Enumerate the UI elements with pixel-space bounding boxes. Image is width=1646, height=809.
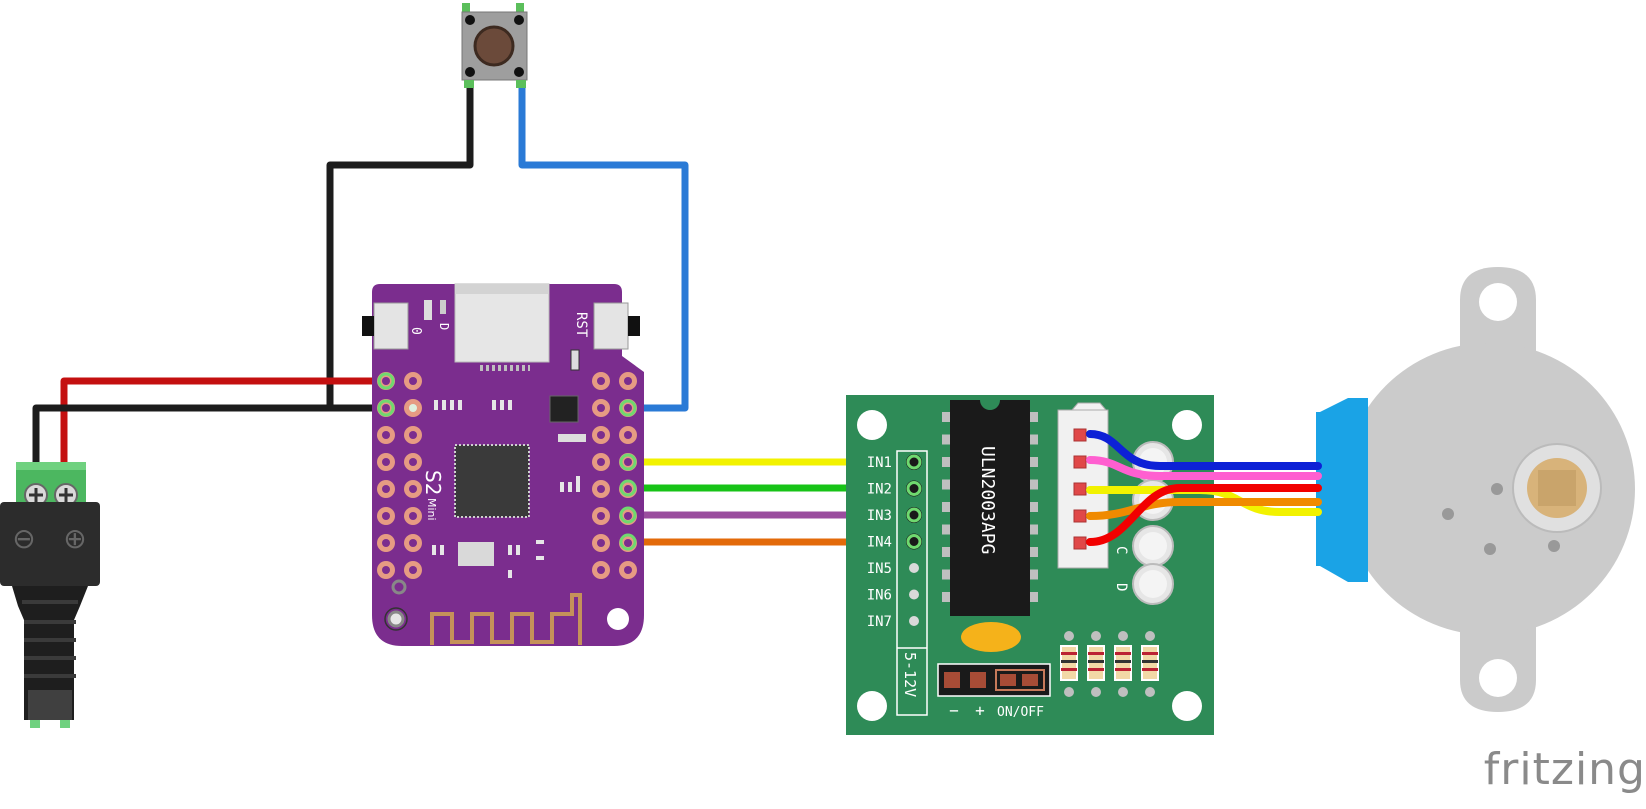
input-label-in5: IN5 <box>867 561 892 577</box>
stepper-motor <box>1316 267 1635 712</box>
resistors <box>1060 631 1159 697</box>
connector-pin <box>1073 536 1087 550</box>
board-label-rst: RST <box>573 312 589 338</box>
input-label-in3: IN3 <box>867 508 892 524</box>
jack-minus-symbol: ⊖ <box>12 522 35 555</box>
push-button <box>461 3 528 88</box>
connector-pin <box>1073 509 1087 523</box>
wire-red-power <box>60 377 394 470</box>
voltage-label: 5-12V <box>901 652 919 697</box>
connector-pin <box>1073 455 1087 469</box>
wire-black-power <box>32 404 417 470</box>
board-label-d: D <box>437 323 451 330</box>
switch-label: ON/OFF <box>997 705 1044 720</box>
board-model: S2 <box>421 470 445 495</box>
input-label-in4: IN4 <box>867 535 892 551</box>
wire-endpoint <box>619 533 637 551</box>
wire-blue-button <box>518 80 689 412</box>
ic-label: ULN2003APG <box>977 446 998 554</box>
power-plus-label: + <box>975 701 985 720</box>
input-label-in7: IN7 <box>867 614 892 630</box>
jack-plus-symbol: ⊕ <box>63 522 86 555</box>
s2-mini-board: 0 D RST S2 Mini <box>362 283 644 646</box>
driver-pin <box>909 616 919 626</box>
connector-pin <box>1073 428 1087 442</box>
wire-endpoint <box>619 453 637 471</box>
input-label-in2: IN2 <box>867 482 892 498</box>
motor-connector-pins <box>1073 428 1087 550</box>
fritzing-watermark: fritzing <box>1483 744 1646 795</box>
power-minus-label: − <box>949 701 959 720</box>
led-label-c: C <box>1113 546 1129 554</box>
motor-wire-blue <box>1086 430 1322 470</box>
wire-endpoint <box>619 479 637 497</box>
dc-power-jack: ⊖ ⊕ <box>0 462 100 728</box>
ic-legs <box>942 412 1038 602</box>
input-label-in6: IN6 <box>867 588 892 604</box>
wire-endpoint <box>619 506 637 524</box>
motor-wires <box>1086 430 1322 546</box>
wire-endpoint <box>619 399 637 417</box>
motor-wire-red <box>1086 484 1322 546</box>
wire-endpoint <box>377 399 395 417</box>
wire-endpoint <box>377 372 395 390</box>
driver-pin <box>909 589 919 600</box>
input-label-in1: IN1 <box>867 455 892 471</box>
board-model-sub: Mini <box>425 498 438 521</box>
driver-pin <box>909 563 919 573</box>
board-pin-headers <box>377 372 637 579</box>
motor-wire-pink <box>1086 456 1322 480</box>
driver-input-pins <box>906 454 922 626</box>
board-label-o: 0 <box>408 327 423 335</box>
led-label-d: D <box>1113 583 1129 591</box>
wires <box>32 80 918 546</box>
connector-pin <box>1073 482 1087 496</box>
